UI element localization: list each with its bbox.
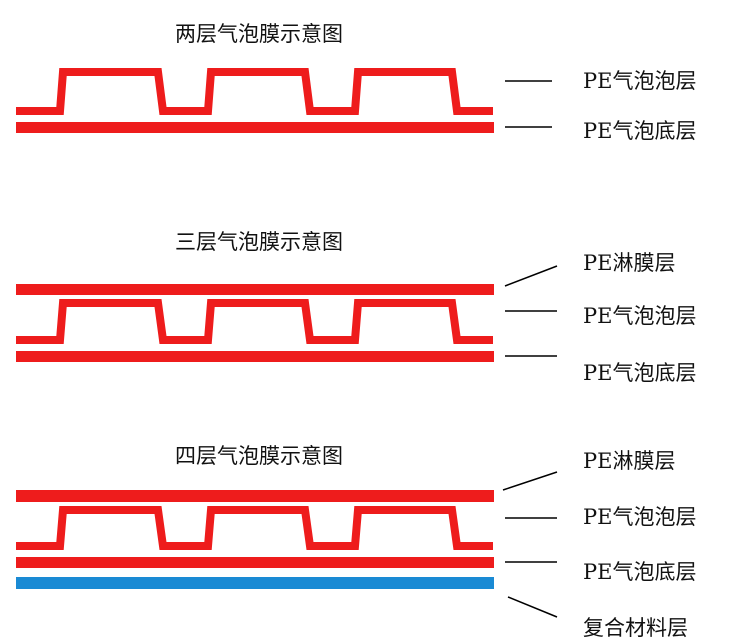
layer-label-base: PE气泡底层 — [583, 560, 696, 584]
diagram-title: 两层气泡膜示意图 — [175, 22, 343, 46]
layer-label-coating: PE淋膜层 — [583, 449, 675, 473]
diagram-four-layer: 四层气泡膜示意图 PE淋膜层 PE气泡泡层 PE气泡底层 复合材料层 — [16, 444, 696, 640]
bubble-layer — [16, 506, 493, 550]
diagram-title: 四层气泡膜示意图 — [175, 444, 343, 468]
layer-label-base: PE气泡底层 — [583, 361, 696, 385]
base-layer — [16, 557, 494, 568]
diagram-title: 三层气泡膜示意图 — [175, 230, 343, 254]
leader-line — [502, 471, 558, 491]
layer-label-bubble: PE气泡泡层 — [583, 304, 696, 328]
layer-label-composite: 复合材料层 — [583, 616, 688, 640]
layer-label-bubble: PE气泡泡层 — [583, 69, 696, 93]
diagram-two-layer: 两层气泡膜示意图 PE气泡泡层 PE气泡底层 — [16, 22, 696, 143]
base-layer — [16, 122, 494, 133]
bubble-layer — [16, 68, 493, 115]
composite-layer — [16, 577, 494, 589]
leader-line — [507, 596, 558, 618]
coating-layer — [16, 490, 494, 502]
layer-label-coating: PE淋膜层 — [583, 251, 675, 275]
bubble-layer — [16, 299, 493, 344]
base-layer — [16, 351, 494, 362]
diagram-three-layer: 三层气泡膜示意图 PE淋膜层 PE气泡泡层 PE气泡底层 — [16, 230, 696, 385]
coating-layer — [16, 284, 494, 295]
layer-label-bubble: PE气泡泡层 — [583, 505, 696, 529]
layer-label-base: PE气泡底层 — [583, 119, 696, 143]
leader-line — [504, 265, 558, 287]
